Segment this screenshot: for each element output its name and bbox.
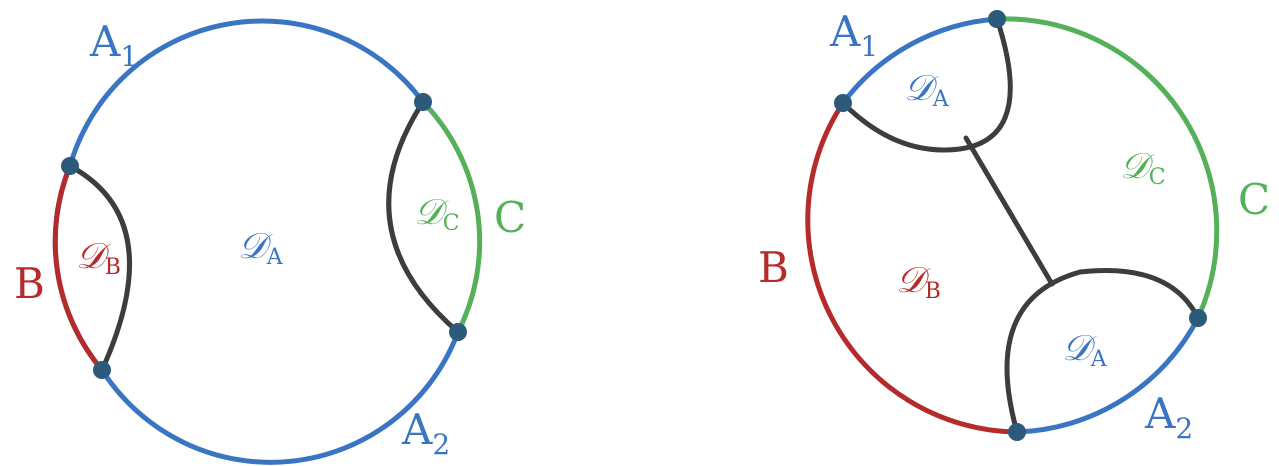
right-point-1 (834, 94, 852, 112)
left-point-3 (414, 93, 432, 111)
right-label-c: C (1238, 175, 1270, 224)
right-arc-a2 (1014, 315, 1201, 435)
right-point-2 (988, 10, 1006, 28)
left-region-dc: 𝒟C (414, 192, 460, 236)
right-diagram: A1 A2 B C 𝒟A 𝒟A 𝒟B 𝒟C (758, 7, 1270, 445)
right-label-b: B (758, 243, 789, 292)
left-point-1 (61, 157, 79, 175)
right-arc-b (805, 100, 1020, 435)
left-point-4 (449, 323, 467, 341)
right-rt-surface-bridge (963, 135, 1055, 287)
left-region-da: 𝒟A (238, 226, 284, 270)
right-point-4 (1008, 423, 1026, 441)
right-rt-surface-bottom (1004, 267, 1201, 435)
left-arc-a (52, 18, 426, 373)
left-label-c: C (494, 193, 526, 242)
right-label-a2: A2 (1144, 389, 1193, 445)
right-region-da-top: 𝒟A (904, 68, 950, 112)
left-diagram: A1 A2 B C 𝒟A 𝒟B 𝒟C (14, 17, 526, 465)
right-rt-surface-top (840, 16, 1013, 153)
left-rt-surface-b (67, 163, 132, 373)
right-arc-a1 (840, 16, 1000, 106)
left-rt-surface-c (386, 99, 461, 335)
left-point-2 (93, 361, 111, 379)
right-label-a1: A1 (829, 7, 878, 63)
left-label-a1: A1 (89, 17, 138, 73)
right-region-dc: 𝒟C (1120, 146, 1166, 190)
left-region-db: 𝒟B (76, 236, 121, 280)
left-arc-c (420, 99, 483, 335)
right-region-da-bottom: 𝒟A (1062, 328, 1108, 372)
right-point-3 (1189, 309, 1207, 327)
right-arc-c (994, 16, 1220, 321)
right-region-db: 𝒟B (896, 260, 941, 304)
left-label-a2: A2 (401, 405, 450, 461)
left-arc-b (52, 163, 105, 373)
left-arc-a2 (99, 329, 461, 465)
left-label-b: B (14, 259, 45, 308)
